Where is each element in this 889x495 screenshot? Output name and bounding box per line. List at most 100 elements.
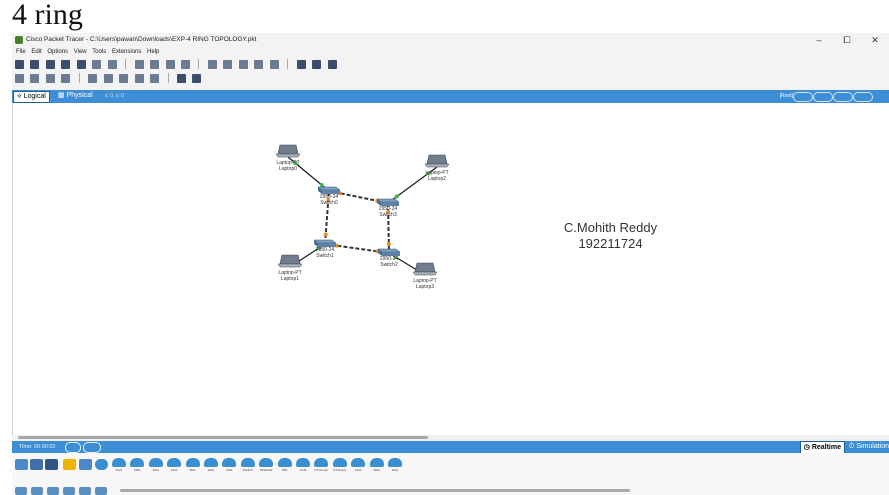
tab-physical[interactable]: ▦ Physical (58, 92, 93, 99)
menu-edit[interactable]: Edit (31, 49, 42, 55)
inspect-icon[interactable] (30, 74, 40, 83)
device-model-item[interactable]: 819HGW (259, 458, 274, 472)
zoom-reset-icon[interactable] (223, 60, 233, 69)
switch0-name-label: Switch0 (320, 200, 338, 206)
physical-icon[interactable] (296, 60, 306, 69)
add-complex-pdu-icon[interactable] (192, 74, 202, 83)
menu-file[interactable]: File (16, 49, 26, 55)
subcategory-wireless-icon[interactable] (63, 487, 75, 495)
device-model-item[interactable]: PT-Router (314, 458, 329, 472)
switch2-name-label: Switch2 (380, 262, 398, 268)
router-icon (351, 458, 366, 467)
resize-shape-icon[interactable] (61, 74, 71, 83)
info-icon[interactable] (76, 60, 86, 69)
delete-icon[interactable] (45, 74, 55, 83)
signature-note[interactable]: C.Mohith Reddy 192211724 (548, 220, 673, 252)
print-icon[interactable] (107, 60, 117, 69)
select-icon[interactable] (15, 74, 24, 83)
new-cluster-button[interactable] (813, 92, 833, 102)
power-cycle-button[interactable] (65, 442, 81, 453)
end-devices-category[interactable] (30, 459, 43, 470)
place-note-icon[interactable] (88, 74, 98, 83)
menu-extensions[interactable]: Extensions (111, 49, 142, 55)
tab-realtime[interactable]: ◷ Realtime (799, 441, 845, 454)
minimize-button[interactable]: – (816, 35, 822, 45)
screenshot-icon[interactable] (327, 60, 337, 69)
device-model-item[interactable]: 2811 (185, 458, 200, 472)
draw-line-icon[interactable] (103, 74, 113, 83)
draw-rectangle-icon[interactable] (119, 74, 129, 83)
components-category[interactable] (45, 459, 58, 470)
zoom-in-icon[interactable] (207, 60, 217, 69)
menu-tools[interactable]: Tools (92, 49, 107, 55)
subcategory-wan-icon[interactable] (95, 487, 107, 495)
freeform-icon[interactable] (150, 74, 160, 83)
menu-options[interactable]: Options (47, 49, 69, 55)
menu-help[interactable]: Help (147, 49, 160, 55)
device-model-item[interactable]: 1941 (167, 458, 182, 472)
redo-icon[interactable] (180, 60, 190, 69)
switch-front-shape (322, 190, 340, 194)
device-model-item[interactable]: 2901 (369, 458, 384, 472)
activity-wizard-icon[interactable] (92, 60, 102, 69)
fast-forward-button[interactable] (83, 442, 101, 453)
custom-devices-icon[interactable] (269, 60, 279, 69)
open-file-icon[interactable] (30, 60, 40, 69)
new-file-icon[interactable] (15, 60, 24, 69)
device-model-item[interactable]: 829 (277, 458, 292, 472)
network-icon[interactable] (61, 60, 71, 69)
add-simple-pdu-icon[interactable] (176, 74, 186, 83)
device-model-item[interactable]: 1240 (296, 458, 310, 472)
set-tiled-background-button[interactable] (853, 92, 873, 102)
device-list-scrollbar[interactable] (120, 489, 630, 492)
save-icon[interactable] (45, 60, 55, 69)
author-name: C.Mohith Reddy (563, 220, 658, 235)
cluster-icon[interactable] (312, 60, 322, 69)
subcategory-routers-icon[interactable] (15, 487, 27, 495)
device-model-item[interactable]: 6351 (130, 458, 145, 472)
device-model-item[interactable]: 2911 (222, 458, 237, 472)
device-model-item[interactable]: 1841 (148, 458, 163, 472)
misc-category[interactable] (79, 459, 92, 470)
paste-icon[interactable] (150, 60, 160, 69)
subcategory-security-icon[interactable] (79, 487, 91, 495)
device-model-item[interactable]: 1941 (351, 458, 366, 472)
device-model-item[interactable]: 2911 (388, 458, 402, 472)
workspace-scrollbar[interactable] (12, 435, 889, 441)
menu-view[interactable]: View (73, 49, 87, 55)
connections-category-icon[interactable] (63, 459, 76, 470)
scrollbar-thumb[interactable] (18, 436, 428, 439)
undo-icon[interactable] (165, 60, 175, 69)
tab-logical[interactable]: ⟡ Logical (13, 91, 50, 103)
device-model-label: 1941 (170, 468, 178, 472)
close-button[interactable]: ✕ (871, 35, 879, 45)
tab-simulation[interactable]: ⏱ Simulation (848, 443, 889, 450)
back-button[interactable] (793, 92, 813, 102)
link-switch2-switch1[interactable] (324, 243, 390, 254)
draw-ellipse-icon[interactable] (134, 74, 144, 83)
drawing-palette-icon[interactable] (254, 60, 264, 69)
device-model-item[interactable]: 2901 (204, 458, 218, 472)
zoom-out-icon[interactable] (238, 60, 248, 69)
device-model-item[interactable]: PT-Empty (332, 458, 347, 472)
move-object-button[interactable] (833, 92, 853, 102)
network-devices-category[interactable] (15, 459, 28, 470)
copy-icon[interactable] (134, 60, 144, 69)
subcategory-switches-icon[interactable] (31, 487, 43, 495)
subcategory-hubs-icon[interactable] (47, 487, 59, 495)
device-model-item[interactable]: 819IOX (240, 458, 255, 472)
multiuser-category[interactable] (95, 459, 108, 470)
root-breadcrumb[interactable]: [Root] (779, 93, 793, 99)
device-model-item[interactable]: 6221 (112, 458, 126, 472)
maximize-button[interactable]: ⧠ (843, 35, 851, 45)
